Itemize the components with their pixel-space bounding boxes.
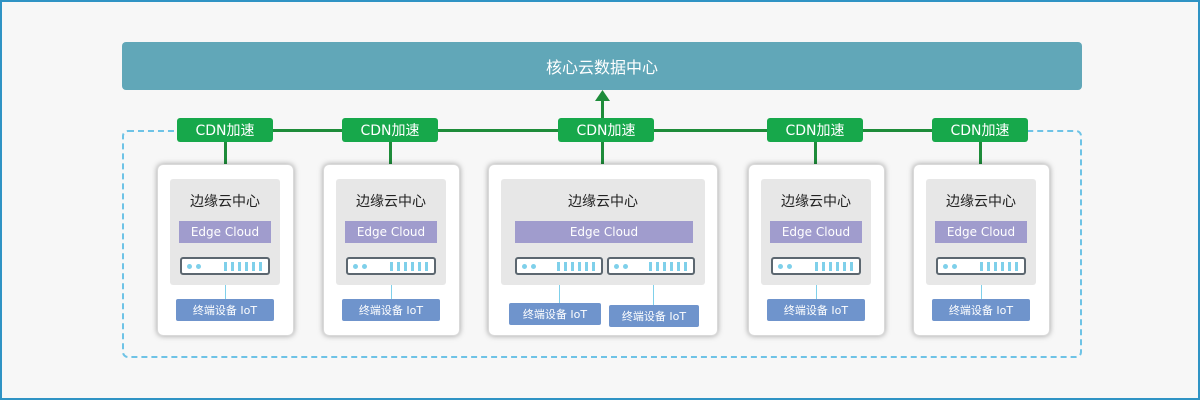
edge-cloud-panel: 边缘云中心 Edge Cloud (761, 179, 871, 285)
device-link-line (653, 285, 654, 305)
edge-cloud-bar: Edge Cloud (935, 221, 1027, 243)
edge-cloud-bar: Edge Cloud (770, 221, 862, 243)
server-icon (515, 257, 603, 275)
edge-card-5: 边缘云中心 Edge Cloud 终端设备 IoT (913, 164, 1050, 336)
edge-cloud-title: 边缘云中心 (190, 194, 260, 210)
edge-cloud-panel: 边缘云中心 Edge Cloud (170, 179, 280, 285)
edge-cloud-bar: Edge Cloud (179, 221, 271, 243)
iot-device-label: 终端设备 IoT (342, 299, 440, 321)
iot-device-label: 终端设备 IoT (767, 299, 865, 321)
edge-cloud-panel: 边缘云中心 Edge Cloud (336, 179, 446, 285)
edge-cloud-title: 边缘云中心 (781, 194, 851, 210)
cdn-node-2: CDN加速 (342, 118, 438, 142)
device-link-line (225, 285, 226, 301)
server-icon (607, 257, 695, 275)
edge-cloud-title: 边缘云中心 (568, 194, 638, 210)
cdn-link-3 (601, 142, 604, 168)
cdn-link-2 (389, 142, 392, 168)
core-uplink-line (601, 98, 604, 132)
edge-card-3: 边缘云中心 Edge Cloud 终端设备 IoT 终端设备 IoT (488, 164, 718, 336)
cdn-node-5: CDN加速 (932, 118, 1028, 142)
cdn-link-4 (814, 142, 817, 168)
edge-cloud-panel: 边缘云中心 Edge Cloud (501, 179, 705, 285)
core-datacenter: 核心云数据中心 (122, 42, 1082, 90)
edge-card-1: 边缘云中心 Edge Cloud 终端设备 IoT (157, 164, 294, 336)
iot-device-label: 终端设备 IoT (932, 299, 1030, 321)
edge-card-4: 边缘云中心 Edge Cloud 终端设备 IoT (748, 164, 885, 336)
uplink-arrow-icon (595, 90, 610, 101)
edge-cloud-title: 边缘云中心 (946, 194, 1016, 210)
server-icon (346, 257, 436, 275)
cdn-node-1: CDN加速 (177, 118, 273, 142)
cdn-link-1 (224, 142, 227, 168)
server-icon (180, 257, 270, 275)
edge-card-2: 边缘云中心 Edge Cloud 终端设备 IoT (323, 164, 460, 336)
cdn-link-5 (979, 142, 982, 168)
edge-cloud-title: 边缘云中心 (356, 194, 426, 210)
device-link-line (981, 285, 982, 301)
device-link-line (559, 285, 560, 305)
cdn-node-4: CDN加速 (767, 118, 863, 142)
cdn-node-3: CDN加速 (558, 118, 654, 142)
edge-cloud-panel: 边缘云中心 Edge Cloud (926, 179, 1036, 285)
iot-device-label: 终端设备 IoT (509, 303, 601, 325)
server-icon (771, 257, 861, 275)
server-icon (936, 257, 1026, 275)
edge-cloud-bar: Edge Cloud (515, 221, 693, 243)
iot-device-label: 终端设备 IoT (176, 299, 274, 321)
iot-device-label: 终端设备 IoT (609, 305, 699, 327)
device-link-line (391, 285, 392, 301)
edge-cloud-bar: Edge Cloud (345, 221, 437, 243)
device-link-line (816, 285, 817, 301)
